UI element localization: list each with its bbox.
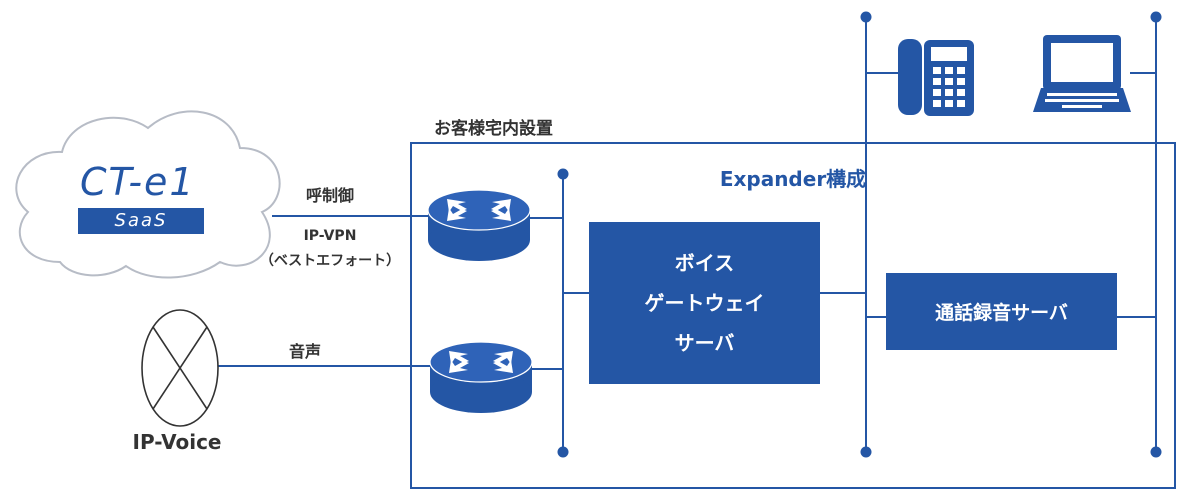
saas-badge-label: SaaS — [114, 210, 168, 231]
saas-badge — [78, 208, 204, 234]
expander-title: Expander構成 — [719, 167, 867, 191]
router-icon — [427, 189, 531, 261]
best-effort-label: （ベストエフォート） — [259, 253, 401, 269]
call-control-label: 呼制御 — [305, 186, 355, 205]
cloud-icon — [15, 110, 281, 279]
voice-gateway-line-1: ボイス — [674, 251, 735, 275]
left-bus — [557, 168, 569, 458]
laptop-icon — [1033, 35, 1131, 112]
premises-label: お客様宅内設置 — [434, 119, 553, 139]
voice-gateway-line-2: ゲートウェイ — [644, 291, 765, 315]
voice-gateway-line-3: サーバ — [674, 331, 735, 355]
router-icon — [429, 341, 533, 413]
voice-label: 音声 — [288, 342, 322, 361]
middle-bus — [860, 11, 872, 458]
saas-wordmark: CT-e1 — [80, 160, 196, 204]
voice-gateway-box — [589, 222, 820, 384]
ip-vpn-label: IP-VPN — [303, 228, 357, 244]
recording-server-label: 通話録音サーバ — [935, 302, 1068, 324]
premises-box — [410, 142, 1176, 489]
ip-phone-icon — [898, 39, 974, 116]
ip-voice-circle-icon — [141, 309, 219, 427]
ip-voice-label: IP-Voice — [132, 430, 222, 454]
right-bus — [1150, 11, 1162, 458]
recording-server-box — [886, 273, 1117, 350]
voice-gateway-label: ボイス ゲートウェイ サーバ — [589, 222, 820, 384]
